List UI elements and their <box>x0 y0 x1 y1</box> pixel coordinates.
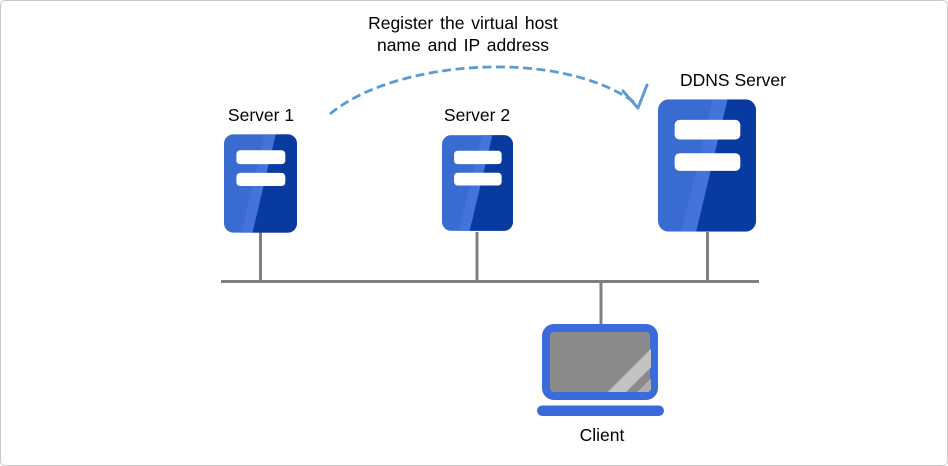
screen-glare-stripe <box>637 378 651 392</box>
client-label: Client <box>579 425 625 445</box>
server1-icon <box>224 134 297 233</box>
ddns-label: DDNS Server <box>680 70 786 90</box>
dashed-arc <box>329 65 635 116</box>
laptop-screen <box>542 324 658 400</box>
screen-glare-stripe <box>607 348 651 392</box>
ddns-server-icon <box>658 99 756 232</box>
server-slot <box>454 172 502 186</box>
laptop-icon <box>537 324 664 416</box>
server1-label: Server 1 <box>227 105 295 125</box>
annotation-line1: Register the virtual host <box>368 13 558 33</box>
server-slot <box>454 150 502 165</box>
server2-label: Server 2 <box>443 105 511 125</box>
arrowhead-icon <box>621 83 649 110</box>
server-slot <box>674 119 741 140</box>
annotation-line2: name and IP address <box>376 35 550 55</box>
server2-icon <box>442 135 513 231</box>
laptop-base <box>537 405 664 416</box>
server-slot <box>674 153 741 171</box>
server-slot <box>236 172 286 187</box>
server-slot <box>236 150 286 165</box>
annotation-text: Register the virtual host name and IP ad… <box>338 12 588 56</box>
